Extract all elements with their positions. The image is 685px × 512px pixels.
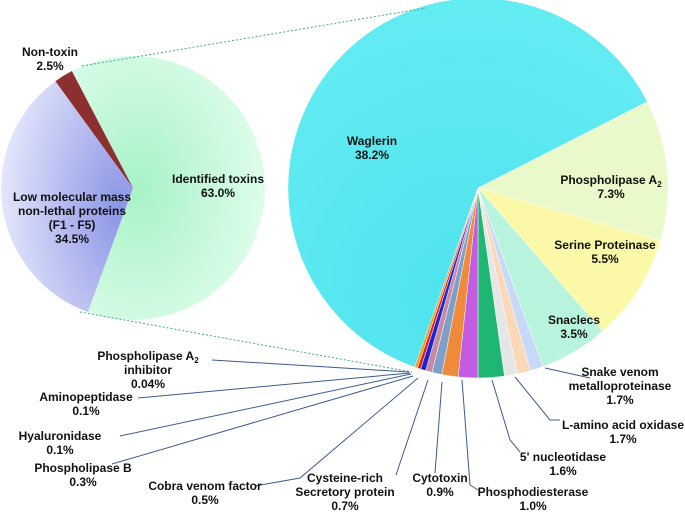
leader-cyto: [434, 381, 443, 474]
leader-nuc: [491, 379, 521, 453]
pie-slice-phospholipase-a2-inhibitor: [414, 187, 479, 369]
leader-laao: [514, 376, 560, 421]
leader-amino: [137, 372, 411, 399]
leader-svmp: [544, 367, 591, 379]
leader-pla2i: [211, 359, 410, 373]
pie-slice-low-molecular-mass-non-lethal-proteins-f1-f5: [0, 81, 133, 313]
pie-slice-identified-toxins: [71, 56, 265, 320]
pie-slices: [0, 0, 669, 379]
leader-crisp: [395, 379, 429, 476]
pie-slice-phospholipase-a2: [477, 101, 669, 241]
leader-lines: [79, 7, 591, 491]
connector-bottom: [79, 311, 413, 373]
leader-hya: [119, 373, 412, 437]
leader-pde: [461, 379, 479, 491]
pie-slice-serine-proteinase: [477, 187, 661, 332]
pie-slice-waglerin: [287, 0, 648, 372]
leader-cvf: [254, 377, 419, 487]
leader-plb: [111, 375, 414, 465]
pie-slice-non-toxin: [55, 71, 133, 188]
